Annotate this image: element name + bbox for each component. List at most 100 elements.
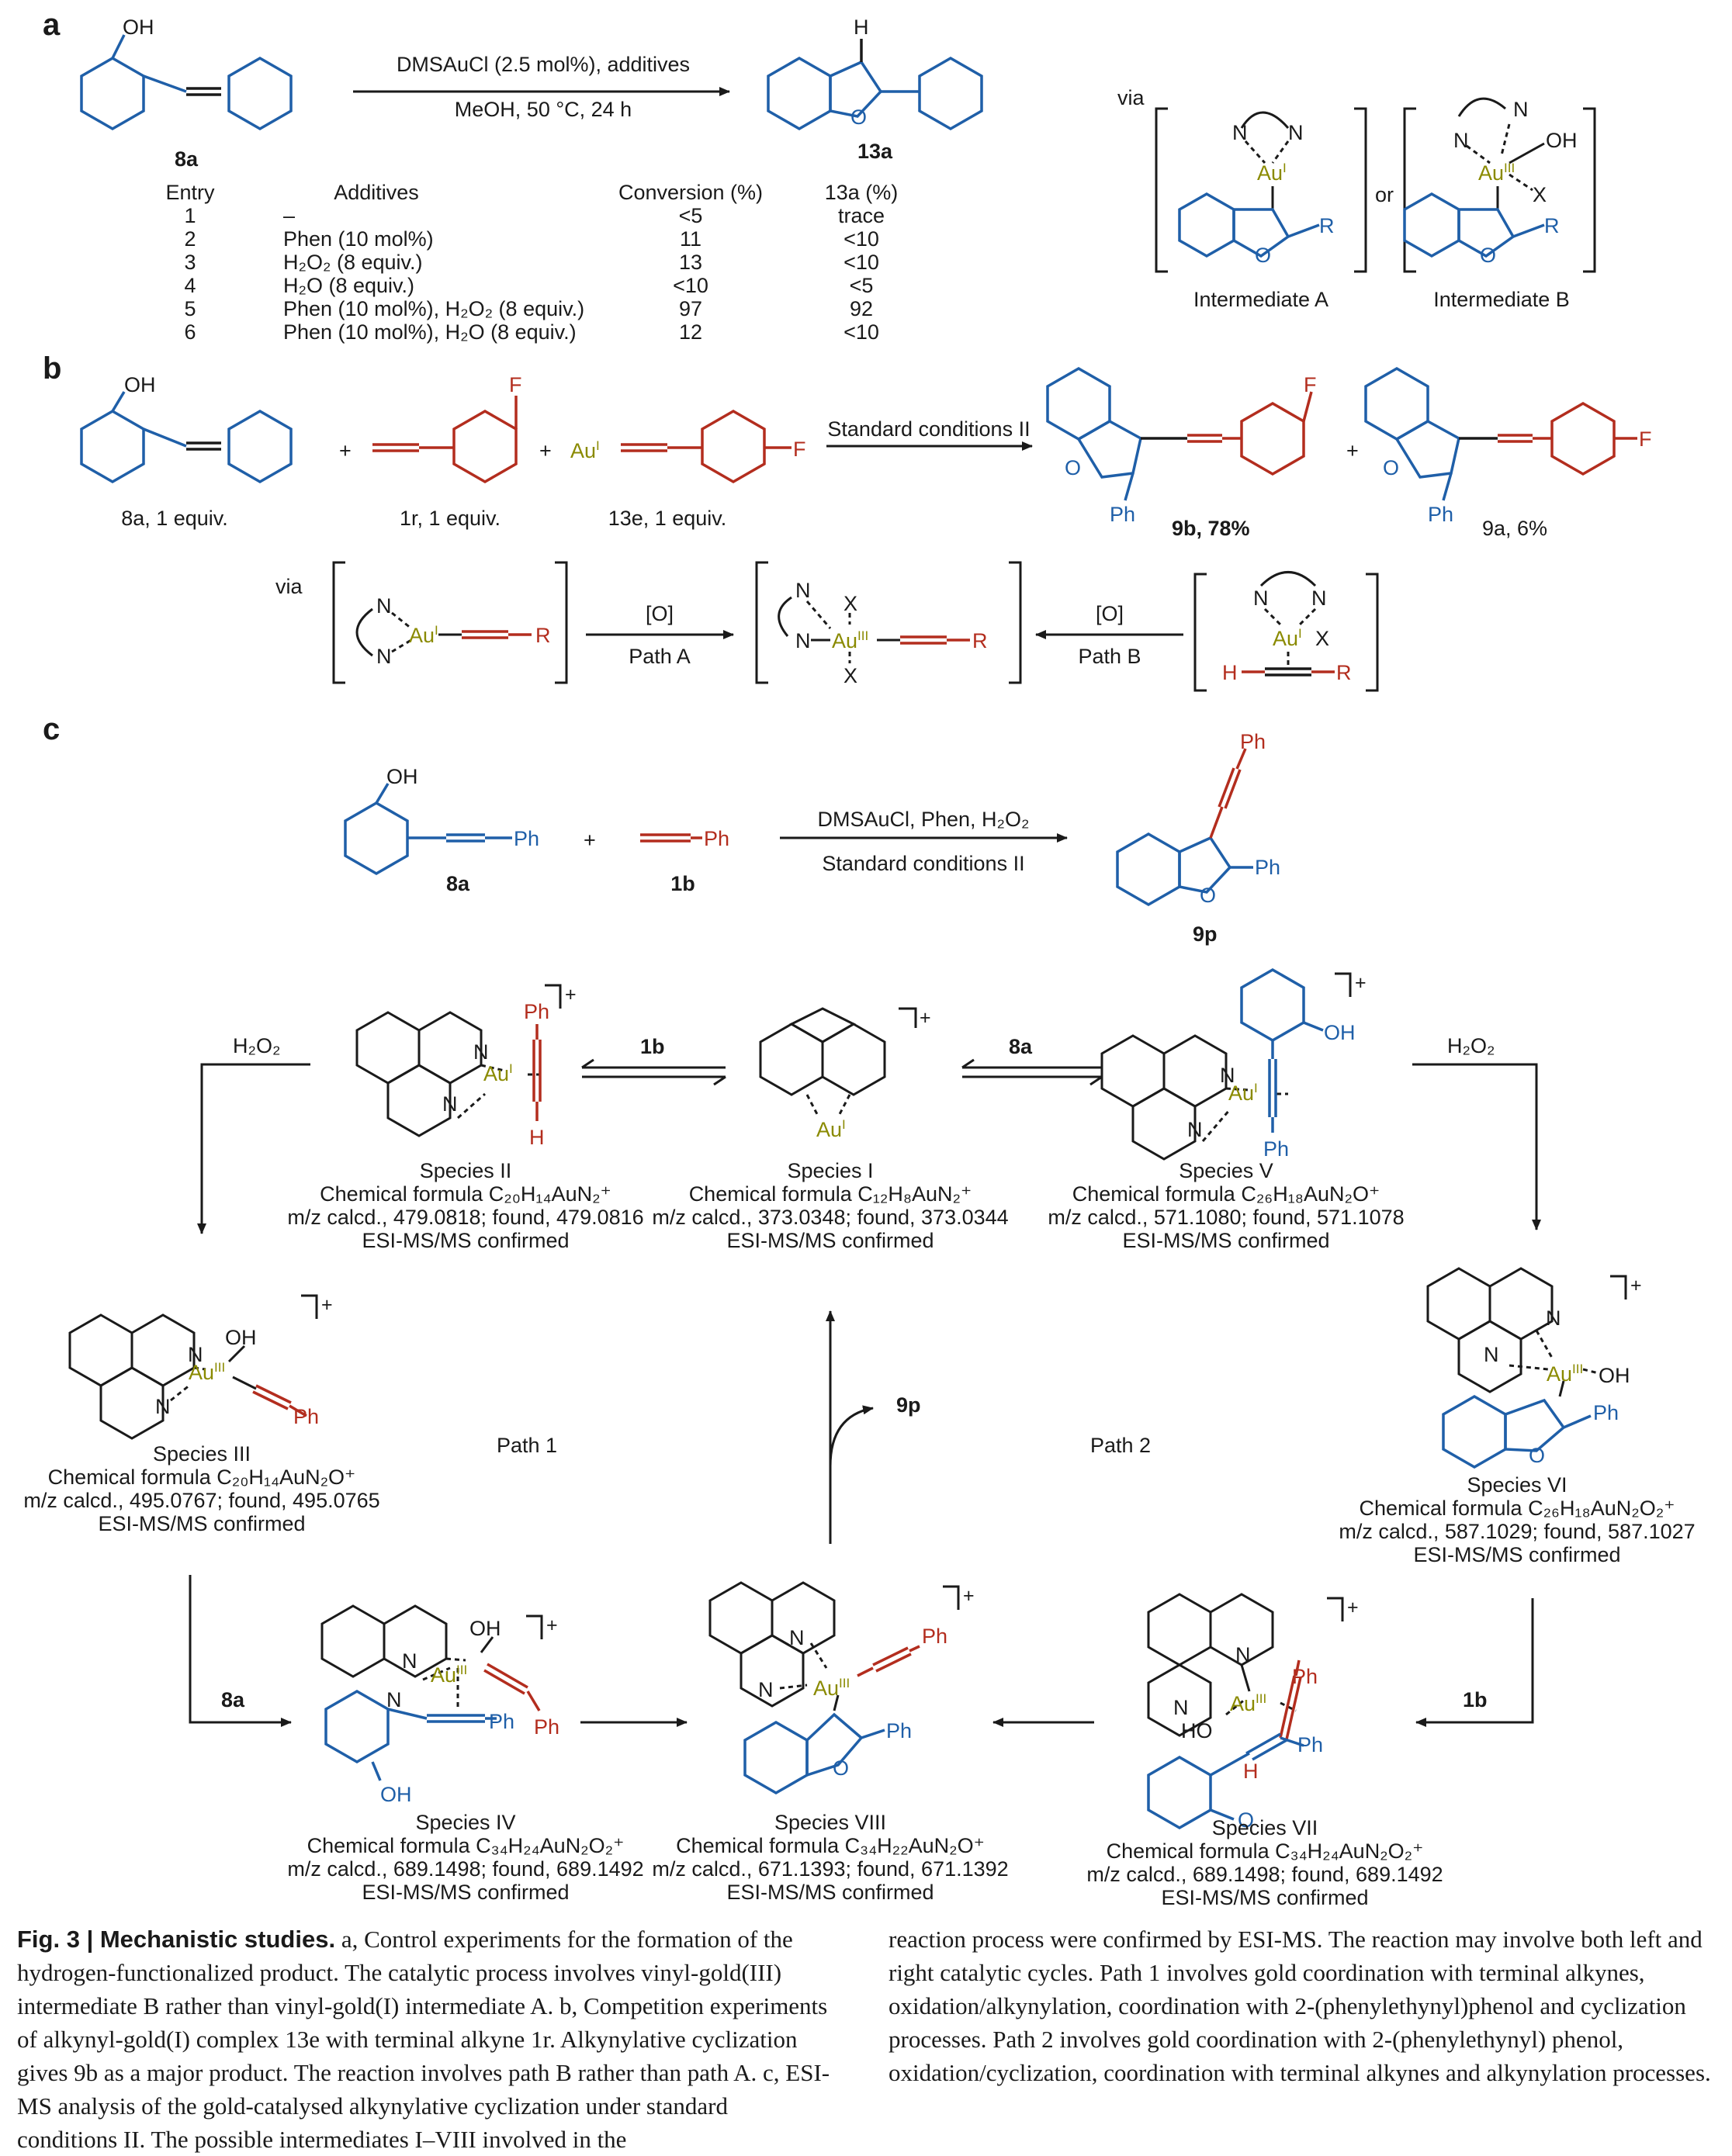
species-name: Species IV [415,1811,515,1834]
structure-8a-c [344,783,512,876]
au3-label-b: AuIII [1478,161,1515,185]
o-label: O [850,106,867,129]
oh-b: OH [1546,129,1578,152]
au1-pb: AuI [1273,626,1302,650]
species-formula: Chemical formula C₂₀H₁₄AuN₂O⁺ [48,1466,356,1489]
n-left-pb: N [1253,587,1269,610]
via-label-b: via [275,575,303,598]
ph-vii-red: Ph [1292,1665,1318,1688]
ph-iv-blue: Ph [489,1710,514,1733]
n-vi-top: N [1546,1306,1561,1330]
charge-bracket-vii [1327,1597,1344,1621]
caption-left-text: a, Control experiments for the formation… [17,1926,830,2153]
mechanism-figure: a OH 8a DMSAuCl (2.5 mol%), additives Me… [23,8,1695,1909]
f-label-9b: F [1304,373,1317,396]
conditions-top: DMSAuCl (2.5 mol%), additives [397,53,690,76]
table-cell: – [283,204,295,227]
or-label: or [1375,183,1394,206]
n-iii-top: N [188,1343,203,1366]
au3-species-iii: AuIII [189,1360,225,1384]
table-header-yield: 13a (%) [825,181,899,204]
au1-species-v: AuI [1228,1081,1258,1105]
plus-c: + [584,829,596,852]
structure-species-ii [355,1011,543,1137]
table-cell: 4 [184,274,196,297]
species-note: ESI-MS/MS confirmed [1161,1886,1368,1909]
release-9p-label: 9p [896,1393,921,1417]
ph-9p-top: Ph [1240,730,1266,753]
au1-species-i: AuI [816,1117,846,1141]
arrow-label-1b-vii: 1b [1463,1688,1488,1711]
h-vii: H [1243,1760,1259,1783]
charge-bracket-ii [545,984,562,1009]
arrow-1b-to-vii [1415,1598,1534,1727]
structure-species-viii [708,1581,920,1795]
eq-label-1b: 1b [640,1035,665,1058]
charge-bracket-iii [301,1294,318,1319]
r-mid: R [972,629,988,652]
n-iii-bottom: N [155,1395,171,1418]
r-label-a: R [1319,214,1335,237]
h-pb: H [1222,661,1238,684]
table-cell: <10 [843,251,879,274]
species-mz: m/z calcd., 689.1498; found, 689.1492 [1086,1863,1443,1886]
species-formula: Chemical formula C₃₄H₂₄AuN₂O₂⁺ [307,1834,625,1857]
species-name: Species VII [1212,1816,1318,1839]
plus-3: + [1346,439,1359,462]
intermediate-b-structure [1403,97,1545,258]
caption-fig-label: Fig. 3 | Mechanistic studies. [17,1926,336,1953]
structure-8a [80,34,293,131]
equilibrium-1b [581,1058,726,1086]
oxidant-a: [O] [646,602,674,625]
oh-label-b: OH [124,373,156,396]
au1-label-a: AuI [1257,161,1287,185]
x-top-mid: X [843,592,857,615]
ph-iii: Ph [293,1405,319,1428]
arrow-release-9p [829,1405,874,1467]
x-b: X [1533,183,1547,206]
r-pb: R [1336,661,1352,684]
table-cell: trace [838,204,885,227]
arrow-8a-to-iv [189,1575,292,1727]
compound-label-13a: 13a [857,140,893,163]
x-bottom-mid: X [843,664,857,687]
oh-label: OH [123,16,154,39]
oxidant-b: [O] [1096,602,1124,625]
species-name: Species V [1179,1159,1273,1182]
plus-1: + [339,439,352,462]
oh-iv-phenol: OH [380,1783,412,1806]
path-a-label: Path A [629,645,691,668]
panel-label-b: b [43,351,61,386]
table-cell: 3 [184,251,196,274]
table-cell: Phen (10 mol%) [283,227,434,251]
au1-species-ii: AuI [483,1061,513,1085]
n-vii-bottom: N [1173,1696,1189,1719]
o-label-9a: O [1383,456,1399,479]
table-cell: Phen (10 mol%), H₂O (8 equiv.) [283,320,577,344]
structure-13a [767,39,983,131]
au3-species-vi: AuIII [1547,1362,1583,1386]
caption-left: Fig. 3 | Mechanistic studies. a, Control… [17,1922,832,2156]
ph-label-9a: Ph [1428,503,1453,526]
h2o2-left: H₂O₂ [233,1034,280,1057]
species-name: Species VI [1467,1473,1567,1497]
species-note: ESI-MS/MS confirmed [362,1881,569,1904]
structure-9a [1364,366,1637,501]
ph-v: Ph [1263,1137,1289,1161]
table-cell: 13 [679,251,702,274]
ph-9p-right: Ph [1255,856,1280,879]
ph-ii: Ph [524,1000,549,1023]
f-label-13e: F [793,438,806,461]
species-note: ESI-MS/MS confirmed [726,1229,934,1252]
table-cell: 1 [184,204,196,227]
path-1-label: Path 1 [497,1434,557,1457]
h-ii: H [529,1126,545,1149]
table-cell: 12 [679,320,702,344]
structure-species-v [1100,967,1324,1161]
structure-8a-b [80,391,293,484]
arrow-label-8a-iv: 8a [221,1688,245,1711]
charge-bracket-vi [1610,1275,1627,1299]
caption-right: reaction process were confirmed by ESI-M… [889,1922,1719,2089]
n-vii-top: N [1235,1643,1251,1666]
